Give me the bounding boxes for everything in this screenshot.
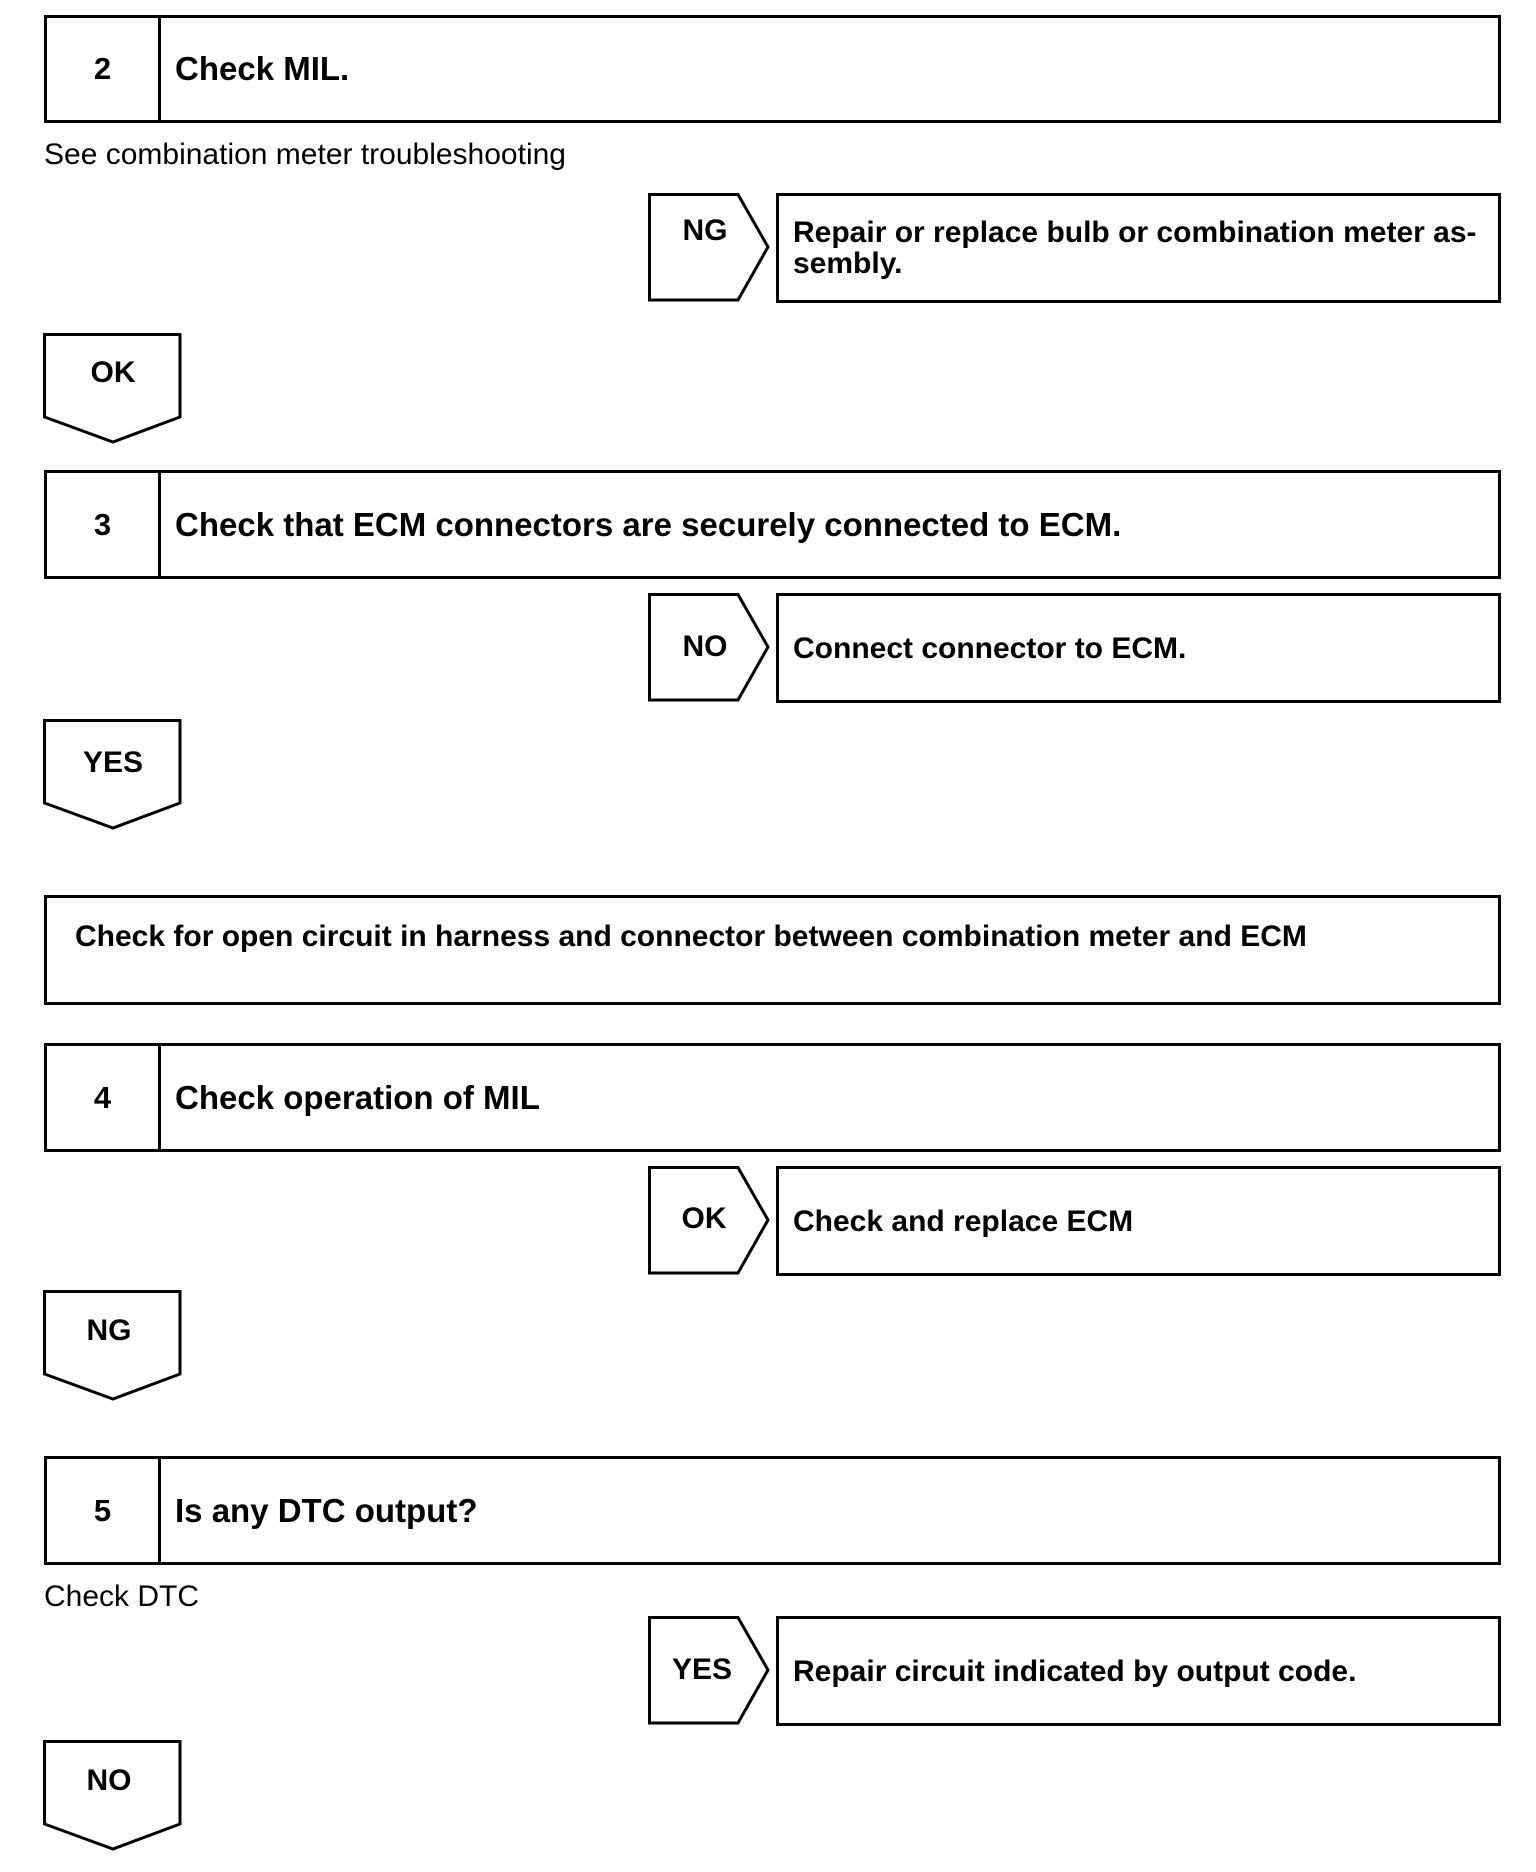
down-label: NG [86, 1314, 132, 1347]
step-note: See combination meter troubleshooting [44, 138, 566, 171]
branch-label: NO [682, 630, 728, 663]
step-title: Check MIL. [175, 50, 350, 87]
branch-arrow-shape [648, 193, 770, 302]
step-number: 2 [47, 18, 161, 120]
branch-label: NG [682, 214, 728, 247]
branch-result-box: Connect connector to ECM. [776, 593, 1501, 703]
step-note: Check DTC [44, 1580, 200, 1613]
step-title: Check operation of MIL [175, 1078, 540, 1116]
branch-result-box: Repair or replace bulb or combination me… [776, 193, 1501, 303]
down-label: YES [82, 746, 144, 779]
down-arrow-shape [43, 1290, 182, 1401]
branch-arrow-shape [648, 1616, 770, 1725]
check-harness-box: Check for open circuit in harness and co… [44, 895, 1501, 1005]
down-arrow-shape [43, 333, 182, 444]
step-number: 5 [47, 1459, 161, 1562]
branch-arrow-shape [648, 593, 770, 702]
branch-label: YES [671, 1653, 733, 1686]
step-number: 4 [47, 1046, 161, 1149]
branch-result-box: Repair circuit indicated by output code. [776, 1616, 1501, 1726]
branch-result-box: Check and replace ECM [776, 1166, 1501, 1276]
step-title: Check that ECM connectors are securely c… [175, 505, 1122, 543]
branch-arrow-shape [648, 1166, 770, 1275]
down-arrow-shape [43, 719, 182, 830]
step-5-box: 5 Is any DTC output? [44, 1456, 1501, 1565]
down-label: OK [90, 356, 136, 389]
step-number: 3 [47, 473, 161, 576]
down-arrow-shape [43, 1740, 182, 1851]
down-label: NO [86, 1764, 132, 1797]
step-3-box: 3 Check that ECM connectors are securely… [44, 470, 1501, 579]
step-title: Is any DTC output? [175, 1491, 478, 1529]
step-4-box: 4 Check operation of MIL [44, 1043, 1501, 1152]
branch-label: OK [681, 1202, 727, 1235]
step-2-box: 2 Check MIL. [44, 15, 1501, 123]
